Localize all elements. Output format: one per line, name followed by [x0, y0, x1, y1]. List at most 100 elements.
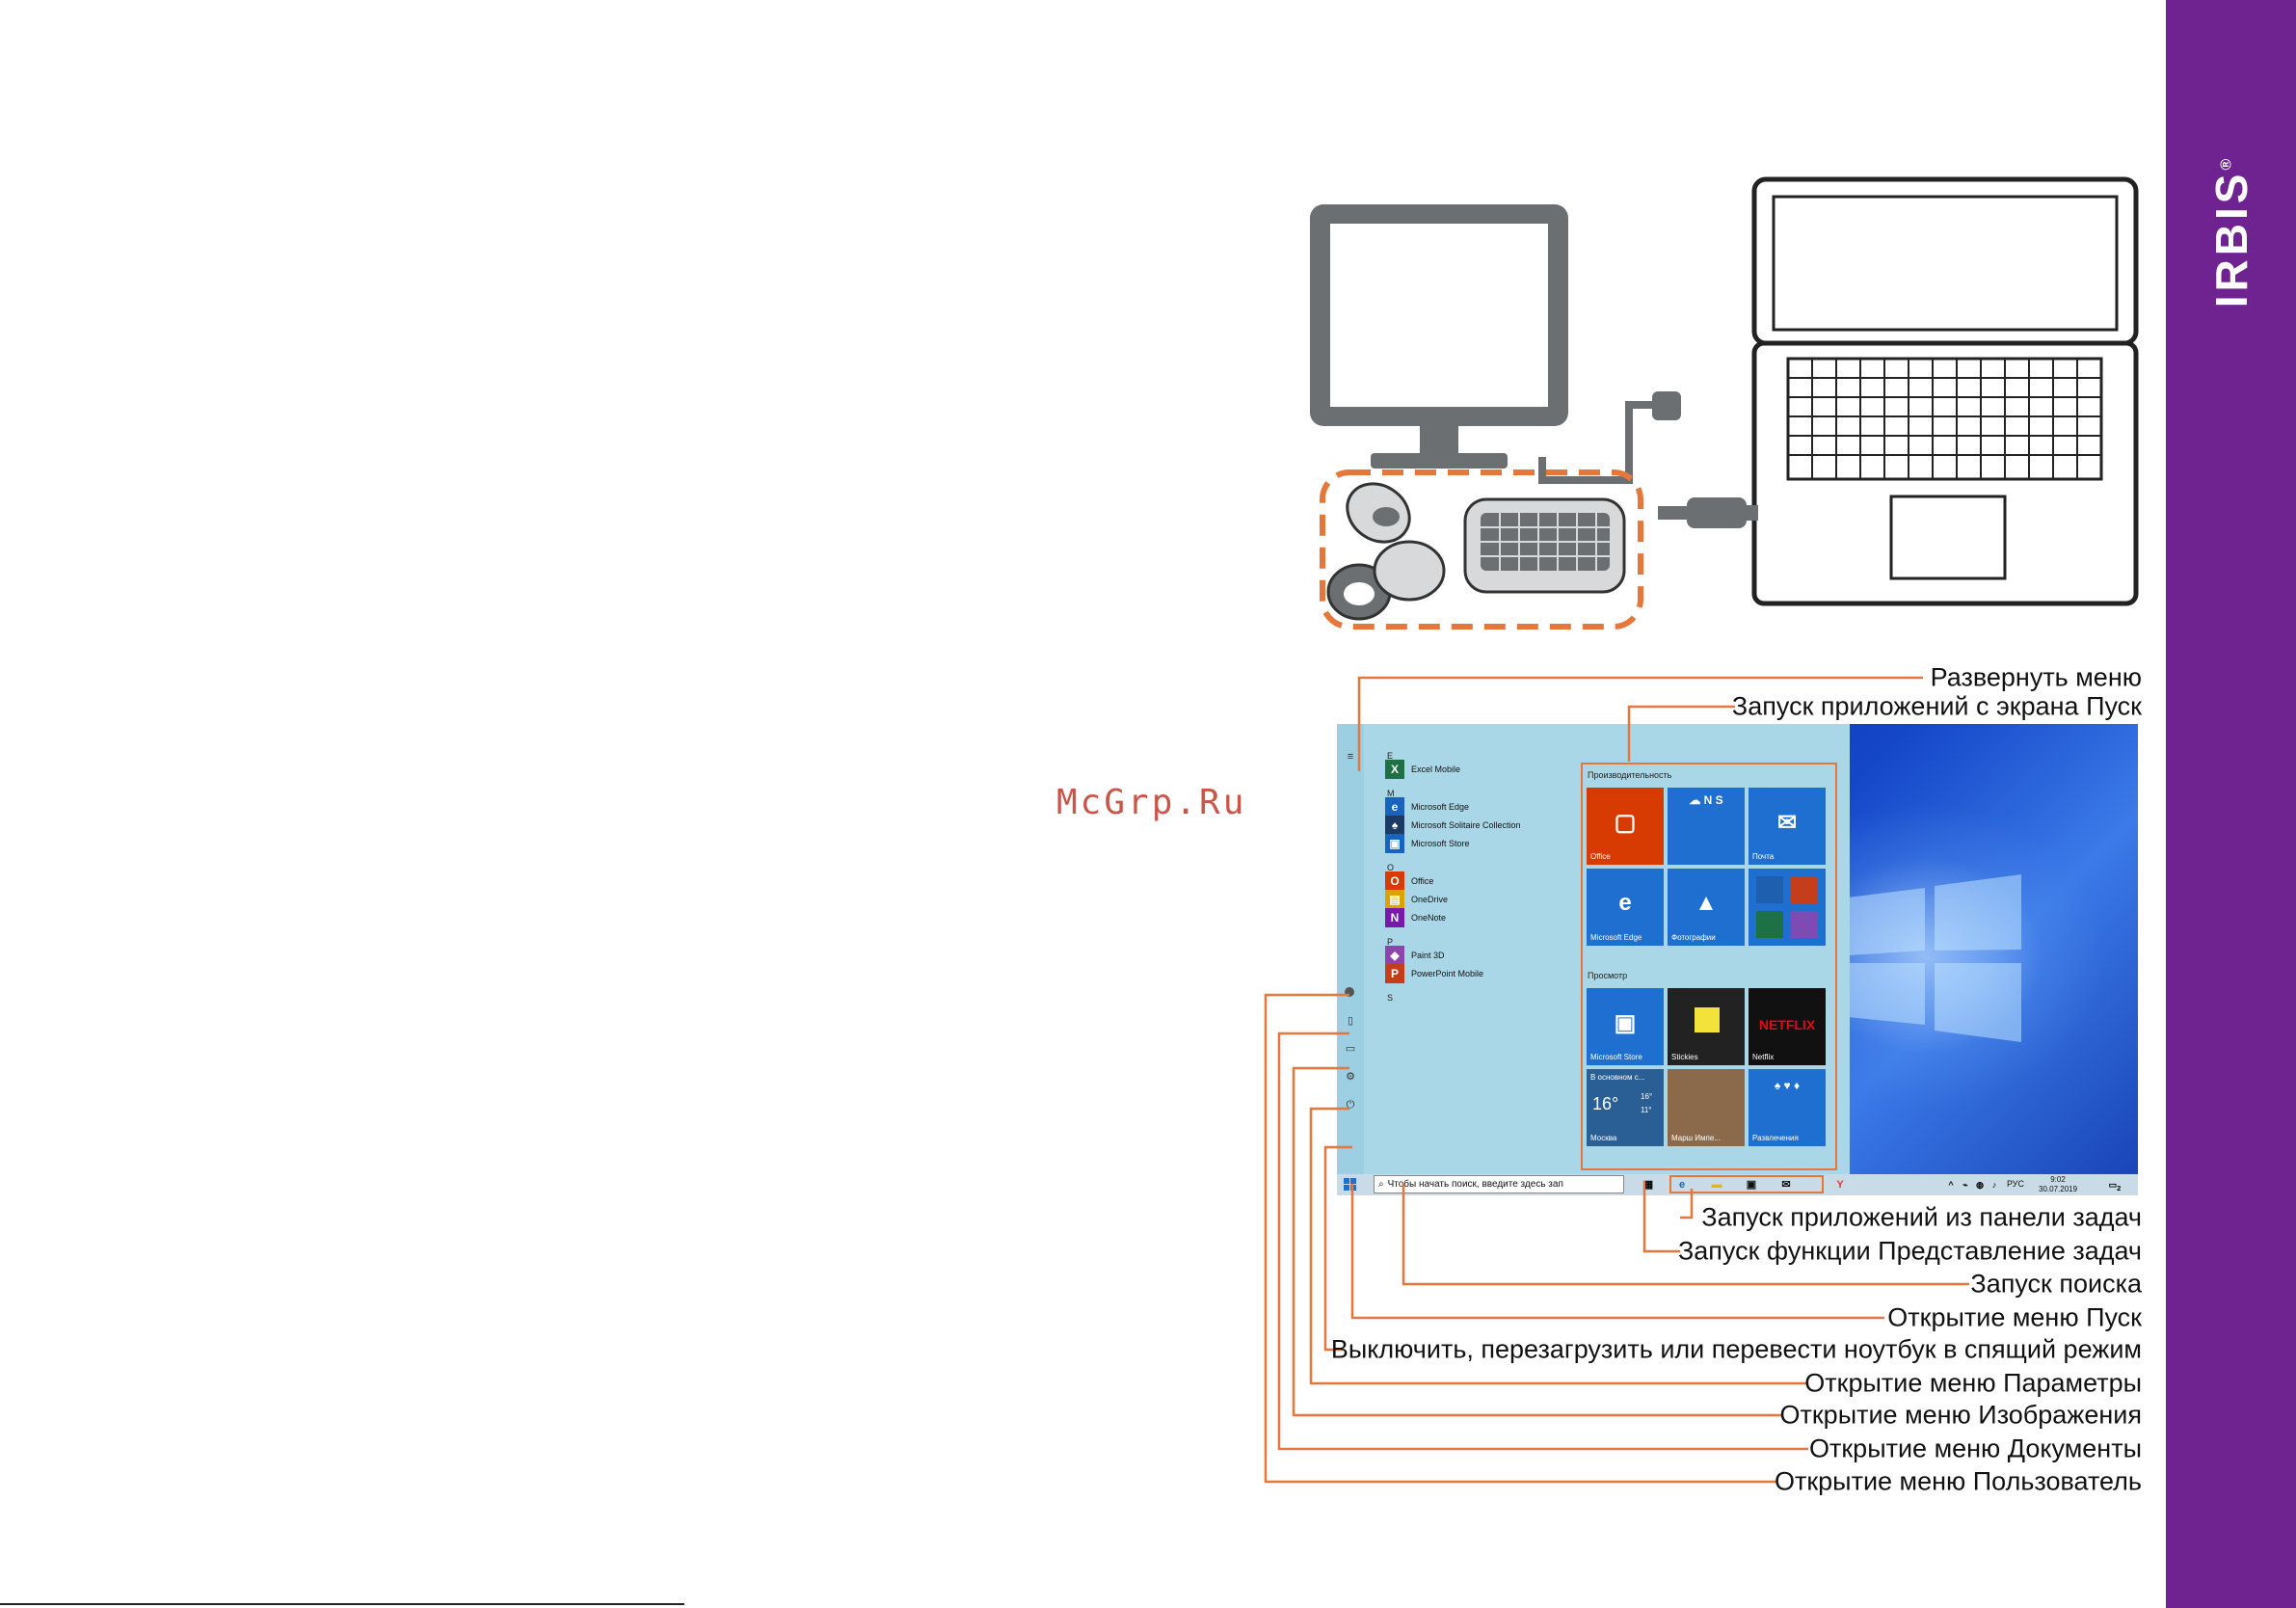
globe-icon[interactable]: ◍ [1976, 1180, 1984, 1190]
onedrive-icon: ▤ [1385, 890, 1404, 909]
tray-chevron-icon[interactable]: ^ [1948, 1180, 1954, 1190]
edge-taskbar-icon[interactable]: e [1678, 1179, 1686, 1191]
irbis-logo: IRBIS® [2166, 116, 2296, 347]
excel-icon: X [1385, 760, 1404, 779]
laptop-icon [1751, 176, 2139, 606]
watermark: McGrp.Ru [1056, 783, 1247, 822]
callout-settings: Открытие меню Параметры [1804, 1368, 2142, 1398]
power-icon[interactable]: ⏻ [1346, 1099, 1355, 1111]
connection-illustration [1310, 176, 2139, 630]
callout-documents: Открытие меню Документы [1809, 1434, 2142, 1463]
tile-office[interactable]: ▢ Office [1587, 788, 1664, 865]
task-view-icon[interactable]: ▦ [1642, 1179, 1654, 1191]
tray-date: 30.07.2019 [2039, 1185, 2078, 1193]
start-left-rail: ≡ ▯ ▭ ⚙ ⏻ [1337, 724, 1364, 1174]
solitaire-icon: ♠ [1385, 816, 1404, 835]
applist-letter-o[interactable]: O [1387, 863, 1395, 872]
windows-desktop-screenshot: ≡ ▯ ▭ ⚙ ⏻ E X Excel Mobile M e Microsoft… [1337, 724, 2138, 1195]
taskbar-pinned-apps: e ▬ ▣ ✉ [1669, 1175, 1824, 1193]
tile-edge[interactable]: e Microsoft Edge [1587, 869, 1664, 946]
office-icon: O [1385, 871, 1404, 891]
tile-stickies[interactable]: Stickies [1668, 988, 1745, 1065]
mail-icon: ✉ [1776, 810, 1798, 836]
app-solitaire[interactable]: ♠ Microsoft Solitaire Collection [1385, 815, 1521, 836]
tile-entertainment[interactable]: ♠ ♥ ♦ Развлечения [1749, 1069, 1826, 1146]
tray-clock[interactable]: 9:02 30.07.2019 [2039, 1175, 2077, 1194]
mouse-icon [1326, 482, 1446, 621]
settings-gear-icon[interactable]: ⚙ [1346, 1071, 1355, 1083]
store-taskbar-icon[interactable]: ▣ [1746, 1179, 1757, 1191]
games-collage-icon: ♠ ♥ ♦ [1774, 1079, 1801, 1092]
edge-icon: e [1385, 797, 1404, 817]
notifications-icon[interactable]: ▭2 [2108, 1180, 2122, 1193]
monitor-icon [1310, 204, 1681, 484]
powerpoint-icon: P [1385, 964, 1404, 983]
app-paint-3d[interactable]: ◆ Paint 3D [1385, 945, 1445, 966]
office-apps-icon: ☁ N S [1689, 793, 1723, 807]
callout-search: Запуск поиска [1970, 1269, 2142, 1299]
callout-task-view: Запуск функции Представление задач [1677, 1236, 2142, 1266]
documents-icon[interactable]: ▯ [1347, 1015, 1354, 1027]
tile-office-apps[interactable]: ☁ N S [1668, 788, 1745, 865]
mail-taskbar-icon[interactable]: ✉ [1781, 1179, 1791, 1191]
callout-user: Открытие меню Пользователь [1774, 1466, 2142, 1496]
paint3d-icon: ◆ [1385, 946, 1404, 965]
applist-letter-m[interactable]: M [1387, 789, 1395, 798]
tile-netflix[interactable]: NETFLIX Netflix [1749, 988, 1826, 1065]
applist-letter-p[interactable]: P [1387, 937, 1394, 947]
yandex-browser-icon[interactable]: Y [1836, 1179, 1844, 1191]
callout-start-apps: Запуск приложений с экрана Пуск [1731, 691, 2142, 721]
game-mini-icon [1791, 911, 1818, 938]
photos-icon: ▲ [1695, 890, 1718, 916]
brand-name: IRBIS [2206, 170, 2256, 308]
keyboard-language[interactable]: РУС [2007, 1179, 2025, 1189]
notifications-count: 2 [2117, 1183, 2122, 1193]
peripherals-group [1320, 469, 1643, 630]
tile-news[interactable]: Марш Импе... [1668, 1069, 1745, 1146]
excel-mini-icon [1756, 911, 1783, 938]
app-powerpoint-mobile[interactable]: P PowerPoint Mobile [1385, 963, 1483, 984]
office-tile-icon: ▢ [1614, 810, 1637, 836]
network-icon[interactable]: ⌁ [1962, 1180, 1968, 1190]
netflix-logo: NETFLIX [1758, 1017, 1816, 1032]
group-label-explore: Просмотр [1588, 971, 1628, 980]
app-office[interactable]: O Office [1385, 871, 1433, 892]
file-explorer-icon[interactable]: ▬ [1711, 1179, 1722, 1191]
app-excel-mobile[interactable]: X Excel Mobile [1385, 759, 1460, 780]
hamburger-menu-icon[interactable]: ≡ [1347, 751, 1354, 763]
powerpoint-mini-icon [1791, 876, 1818, 903]
windows-logo-icon [1848, 874, 2021, 1042]
edge-tile-icon: e [1618, 890, 1632, 916]
keyboard-icon [1463, 497, 1626, 594]
applist-letter-s[interactable]: S [1387, 993, 1394, 1003]
tile-office-mini[interactable] [1749, 869, 1826, 946]
volume-icon[interactable]: ♪ [1991, 1180, 1997, 1190]
callout-start-menu: Открытие меню Пуск [1887, 1302, 2142, 1332]
search-placeholder: Чтобы начать поиск, введите здесь зап [1387, 1179, 1563, 1190]
brand-sidebar [2166, 0, 2296, 1608]
pictures-icon[interactable]: ▭ [1345, 1043, 1356, 1055]
tile-mail[interactable]: ✉ Почта [1749, 788, 1826, 865]
app-microsoft-edge[interactable]: e Microsoft Edge [1385, 796, 1469, 817]
tile-store[interactable]: ▣ Microsoft Store [1587, 988, 1664, 1065]
app-onenote[interactable]: N OneNote [1385, 907, 1446, 928]
tile-weather[interactable]: В основном с... 16° 16° 11° Москва [1587, 1069, 1664, 1146]
onenote-icon: N [1385, 908, 1404, 927]
windows-start-icon[interactable] [1344, 1178, 1357, 1192]
usb-receiver-icon [1658, 497, 1758, 528]
start-tiles-highlight: Производительность ▢ Office ☁ N S ✉ Почт… [1581, 763, 1837, 1170]
callout-expand-menu: Развернуть меню [1930, 662, 2142, 692]
stickies-icon [1695, 1007, 1720, 1032]
callout-power: Выключить, перезагрузить или перевести н… [1330, 1334, 2142, 1364]
word-icon [1756, 876, 1783, 903]
tray-time: 9:02 [2050, 1175, 2066, 1184]
footer-rule [0, 1603, 684, 1605]
callout-pictures: Открытие меню Изображения [1779, 1400, 2143, 1430]
start-menu: ≡ ▯ ▭ ⚙ ⏻ E X Excel Mobile M e Microsoft… [1337, 724, 1850, 1174]
taskbar-search-input[interactable]: ⌕ Чтобы начать поиск, введите здесь зап [1374, 1175, 1624, 1193]
app-microsoft-store[interactable]: ▣ Microsoft Store [1385, 833, 1470, 854]
callout-taskbar-apps: Запуск приложений из панели задач [1701, 1202, 2142, 1232]
tile-photos[interactable]: ▲ Фотографии [1668, 869, 1745, 946]
user-avatar-icon[interactable] [1345, 987, 1354, 997]
app-onedrive[interactable]: ▤ OneDrive [1385, 889, 1448, 910]
